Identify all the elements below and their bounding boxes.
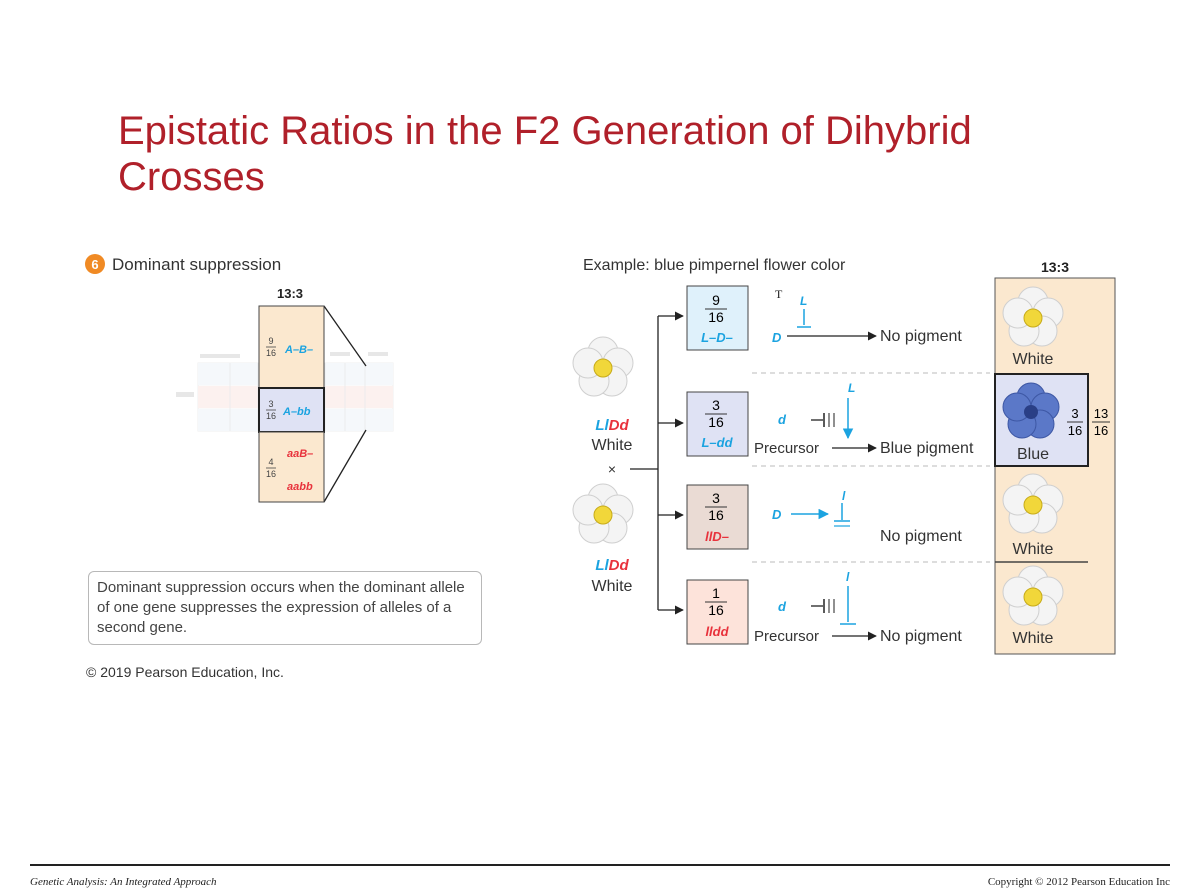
mini-genotype-2: A–bb: [282, 406, 311, 418]
pathway-1-gene-b: D: [772, 330, 782, 345]
class-3-num: 3: [712, 490, 720, 506]
blue-frac-den: 16: [1068, 423, 1082, 438]
pathway-3-result: No pigment: [880, 528, 962, 545]
mini-frac-num-1: 9: [268, 336, 273, 346]
class-box-1: [686, 285, 749, 351]
cursor-glyph: T: [775, 287, 783, 301]
class-box-4: [686, 579, 749, 645]
mini-frac-den-2: 16: [266, 411, 276, 421]
copyright-notice: © 2019 Pearson Education, Inc.: [86, 664, 284, 680]
parent-1-color: White: [592, 437, 633, 454]
class-box-3: [686, 484, 749, 550]
class-box-2: [686, 391, 749, 457]
class-1-den: 16: [708, 309, 724, 325]
parent-1-genotype: LlDd: [595, 417, 629, 434]
mini-cell-aa: [258, 431, 325, 503]
pathway-4-gene-b: d: [778, 599, 787, 614]
white-frac-den: 16: [1094, 423, 1108, 438]
example-ratio-label: 13:3: [1041, 259, 1069, 275]
white-frac-num: 13: [1094, 406, 1108, 421]
mini-genotype-3a: aaB–: [287, 448, 313, 460]
pathway-4-precursor: Precursor: [754, 628, 819, 645]
pathway-1-gene-a: L: [800, 294, 807, 308]
class-2-num: 3: [712, 397, 720, 413]
offspring-4-color: White: [1013, 630, 1054, 647]
mini-frac-den-1: 16: [266, 348, 276, 358]
pathway-2-result: Blue pigment: [880, 440, 974, 457]
example-panel: Example: blue pimpernel flower color LlD…: [572, 257, 1116, 655]
mini-genotype-3b: aabb: [287, 481, 313, 493]
pathway-4-result: No pigment: [880, 628, 962, 645]
pathway-2-precursor: Precursor: [754, 440, 819, 457]
mini-genotype-1: A–B–: [284, 344, 313, 356]
footer-book-title: Genetic Analysis: An Integrated Approach: [30, 876, 217, 888]
parent-2-color: White: [592, 578, 633, 595]
pathway-3-gene-b: D: [772, 507, 782, 522]
pathway-2-gene-a: L: [848, 381, 855, 395]
cross-symbol: ×: [608, 461, 616, 477]
mini-ratio-label: 13:3: [277, 286, 303, 301]
mini-frac-num-2: 3: [268, 399, 273, 409]
slide-title: Epistatic Ratios in the F2 Generation of…: [118, 109, 972, 199]
class-2-genotype: L–dd: [701, 435, 733, 450]
mini-frac-num-3: 4: [268, 457, 273, 467]
blue-frac-num: 3: [1071, 406, 1078, 421]
footer-copyright: Copyright © 2012 Pearson Education Inc: [987, 876, 1170, 888]
mini-frac-den-3: 16: [266, 469, 276, 479]
offspring-1-color: White: [1013, 351, 1054, 368]
class-3-den: 16: [708, 507, 724, 523]
pathway-1-result: No pigment: [880, 328, 962, 345]
panel-badge: [85, 254, 105, 274]
offspring-2-color: Blue: [1017, 446, 1049, 463]
class-4-den: 16: [708, 602, 724, 618]
definition-box: Dominant suppression occurs when the dom…: [88, 571, 482, 645]
class-2-den: 16: [708, 414, 724, 430]
panel-badge-number: 6: [91, 257, 98, 272]
class-4-num: 1: [712, 585, 720, 601]
parent-1-white-flower-icon: [572, 336, 634, 397]
parent-2-genotype: LlDd: [595, 557, 629, 574]
panel-heading: Dominant suppression: [112, 255, 281, 274]
class-4-genotype: lldd: [705, 624, 729, 639]
dominant-suppression-panel: 6 Dominant suppression 13:3 9 16: [85, 254, 394, 503]
class-1-num: 9: [712, 292, 720, 308]
offspring-3-color: White: [1013, 541, 1054, 558]
parent-2-white-flower-icon: [572, 483, 634, 544]
pathway-4-gene-a: l: [846, 570, 850, 584]
example-heading: Example: blue pimpernel flower color: [583, 257, 846, 274]
class-3-genotype: llD–: [705, 529, 729, 544]
pathway-3-gene-a: l: [842, 489, 846, 503]
class-1-genotype: L–D–: [701, 330, 733, 345]
footer-divider: [30, 864, 1170, 866]
pathway-2-gene-b: d: [778, 412, 787, 427]
